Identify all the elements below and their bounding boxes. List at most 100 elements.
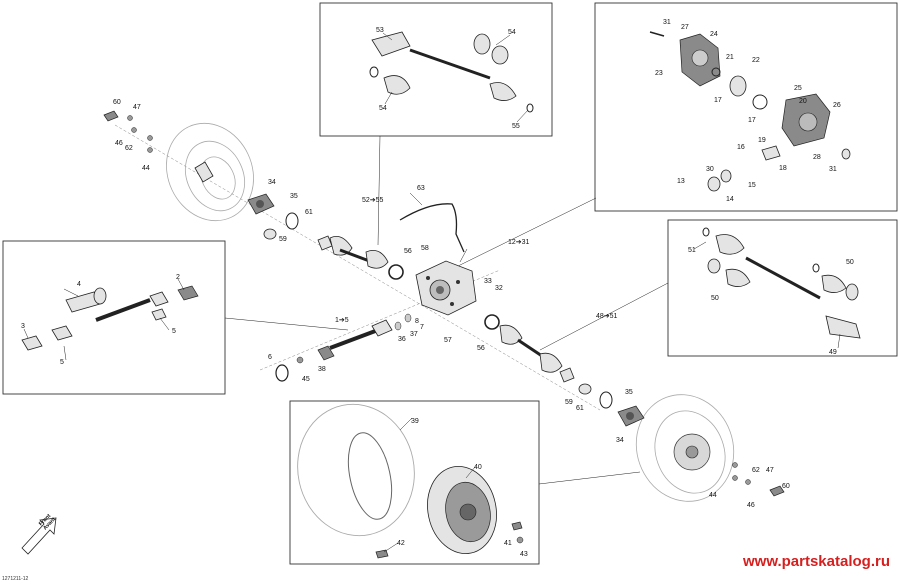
wheel-hardware-right bbox=[732, 462, 785, 497]
callout-12-to-31: 12➔31 bbox=[508, 239, 530, 246]
hub-flange-right bbox=[617, 405, 645, 427]
callout-43: 43 bbox=[520, 551, 528, 558]
callout-6: 6 bbox=[268, 354, 272, 361]
callout-numbers: 53 54 54 55 31 27 24 23 21 22 17 17 25 2… bbox=[21, 19, 854, 558]
callout-40: 40 bbox=[474, 464, 482, 471]
detail-right-driveshaft-parts bbox=[702, 227, 861, 339]
callout-50: 50 bbox=[846, 259, 854, 266]
callout-47: 47 bbox=[766, 467, 774, 474]
callout-46: 46 bbox=[115, 140, 123, 147]
callout-47: 47 bbox=[133, 104, 141, 111]
detail-box-right-driveshaft bbox=[667, 219, 898, 357]
callout-56: 56 bbox=[477, 345, 485, 352]
callout-52-to-55: 52➔55 bbox=[362, 197, 384, 204]
callout-17: 17 bbox=[714, 97, 722, 104]
callout-61: 61 bbox=[305, 209, 313, 216]
callout-19: 19 bbox=[758, 137, 766, 144]
callout-33: 33 bbox=[484, 278, 492, 285]
callout-45: 45 bbox=[302, 376, 310, 383]
callout-50: 50 bbox=[711, 295, 719, 302]
callout-8: 8 bbox=[415, 318, 419, 325]
seal-ring-right bbox=[578, 383, 613, 409]
callout-3: 3 bbox=[21, 323, 25, 330]
callout-5: 5 bbox=[172, 328, 176, 335]
callout-34: 34 bbox=[268, 179, 276, 186]
callout-58: 58 bbox=[421, 245, 429, 252]
callout-54: 54 bbox=[379, 105, 387, 112]
callout-62: 62 bbox=[125, 145, 133, 152]
callout-35: 35 bbox=[290, 193, 298, 200]
seal-ring-left bbox=[263, 212, 299, 240]
callout-16: 16 bbox=[737, 144, 745, 151]
callout-27: 27 bbox=[681, 24, 689, 31]
detail-wheel-parts bbox=[297, 403, 524, 559]
detail-box-rear-driveshaft bbox=[319, 2, 553, 137]
callout-26: 26 bbox=[833, 102, 841, 109]
callout-4: 4 bbox=[77, 281, 81, 288]
breather-tube bbox=[399, 203, 465, 253]
callout-24: 24 bbox=[710, 31, 718, 38]
callout-60: 60 bbox=[782, 483, 790, 490]
reference-code: 1271211-12 bbox=[2, 576, 29, 582]
callout-59: 59 bbox=[279, 236, 287, 243]
callout-20: 20 bbox=[799, 98, 807, 105]
callout-15: 15 bbox=[748, 182, 756, 189]
callout-42: 42 bbox=[397, 540, 405, 547]
propeller-shaft bbox=[317, 319, 393, 361]
callout-53: 53 bbox=[376, 27, 384, 34]
callout-18: 18 bbox=[779, 165, 787, 172]
callout-61: 61 bbox=[576, 405, 584, 412]
callout-63: 63 bbox=[417, 185, 425, 192]
callout-31: 31 bbox=[663, 19, 671, 26]
callout-2: 2 bbox=[176, 274, 180, 281]
callout-51: 51 bbox=[688, 247, 696, 254]
callout-54: 54 bbox=[508, 29, 516, 36]
callout-41: 41 bbox=[504, 540, 512, 547]
callout-28: 28 bbox=[813, 154, 821, 161]
callout-7: 7 bbox=[420, 324, 424, 331]
callout-35: 35 bbox=[625, 389, 633, 396]
detail-differential-parts bbox=[649, 31, 851, 192]
callout-30: 30 bbox=[706, 166, 714, 173]
left-tire bbox=[166, 122, 254, 222]
wheel-hardware-left bbox=[103, 110, 153, 153]
callout-21: 21 bbox=[726, 54, 734, 61]
detail-rear-driveshaft-parts bbox=[369, 31, 534, 113]
callout-13: 13 bbox=[677, 178, 685, 185]
callout-31: 31 bbox=[829, 166, 837, 173]
callout-62: 62 bbox=[752, 467, 760, 474]
coupling-hardware bbox=[275, 313, 412, 382]
hub-flange-left bbox=[247, 193, 275, 215]
box-leader-lines bbox=[224, 135, 669, 485]
callout-46: 46 bbox=[747, 502, 755, 509]
right-drive-shaft bbox=[484, 314, 575, 383]
callout-36: 36 bbox=[398, 336, 406, 343]
callout-32: 32 bbox=[495, 285, 503, 292]
callout-25: 25 bbox=[794, 85, 802, 92]
callout-57: 57 bbox=[444, 337, 452, 344]
callout-1-to-5: 1➔5 bbox=[335, 317, 349, 324]
callout-44: 44 bbox=[709, 492, 717, 499]
callout-48-to-51: 48➔51 bbox=[596, 313, 618, 320]
detail-propeller-shaft-parts bbox=[21, 285, 199, 351]
callout-22: 22 bbox=[752, 57, 760, 64]
callout-60: 60 bbox=[113, 99, 121, 106]
callout-39: 39 bbox=[411, 418, 419, 425]
callout-59: 59 bbox=[565, 399, 573, 406]
callout-14: 14 bbox=[726, 196, 734, 203]
detail-box-wheel bbox=[289, 400, 540, 565]
front-direction-arrow bbox=[21, 517, 57, 555]
callout-49: 49 bbox=[829, 349, 837, 356]
right-tire bbox=[635, 394, 735, 502]
callout-44: 44 bbox=[142, 165, 150, 172]
callout-55: 55 bbox=[512, 123, 520, 130]
callout-leaders bbox=[23, 32, 841, 553]
left-drive-shaft bbox=[317, 235, 404, 280]
callout-17: 17 bbox=[748, 117, 756, 124]
callout-5: 5 bbox=[60, 359, 64, 366]
callout-23: 23 bbox=[655, 70, 663, 77]
callout-34: 34 bbox=[616, 437, 624, 444]
callout-56: 56 bbox=[404, 248, 412, 255]
detail-box-differential bbox=[594, 2, 898, 212]
